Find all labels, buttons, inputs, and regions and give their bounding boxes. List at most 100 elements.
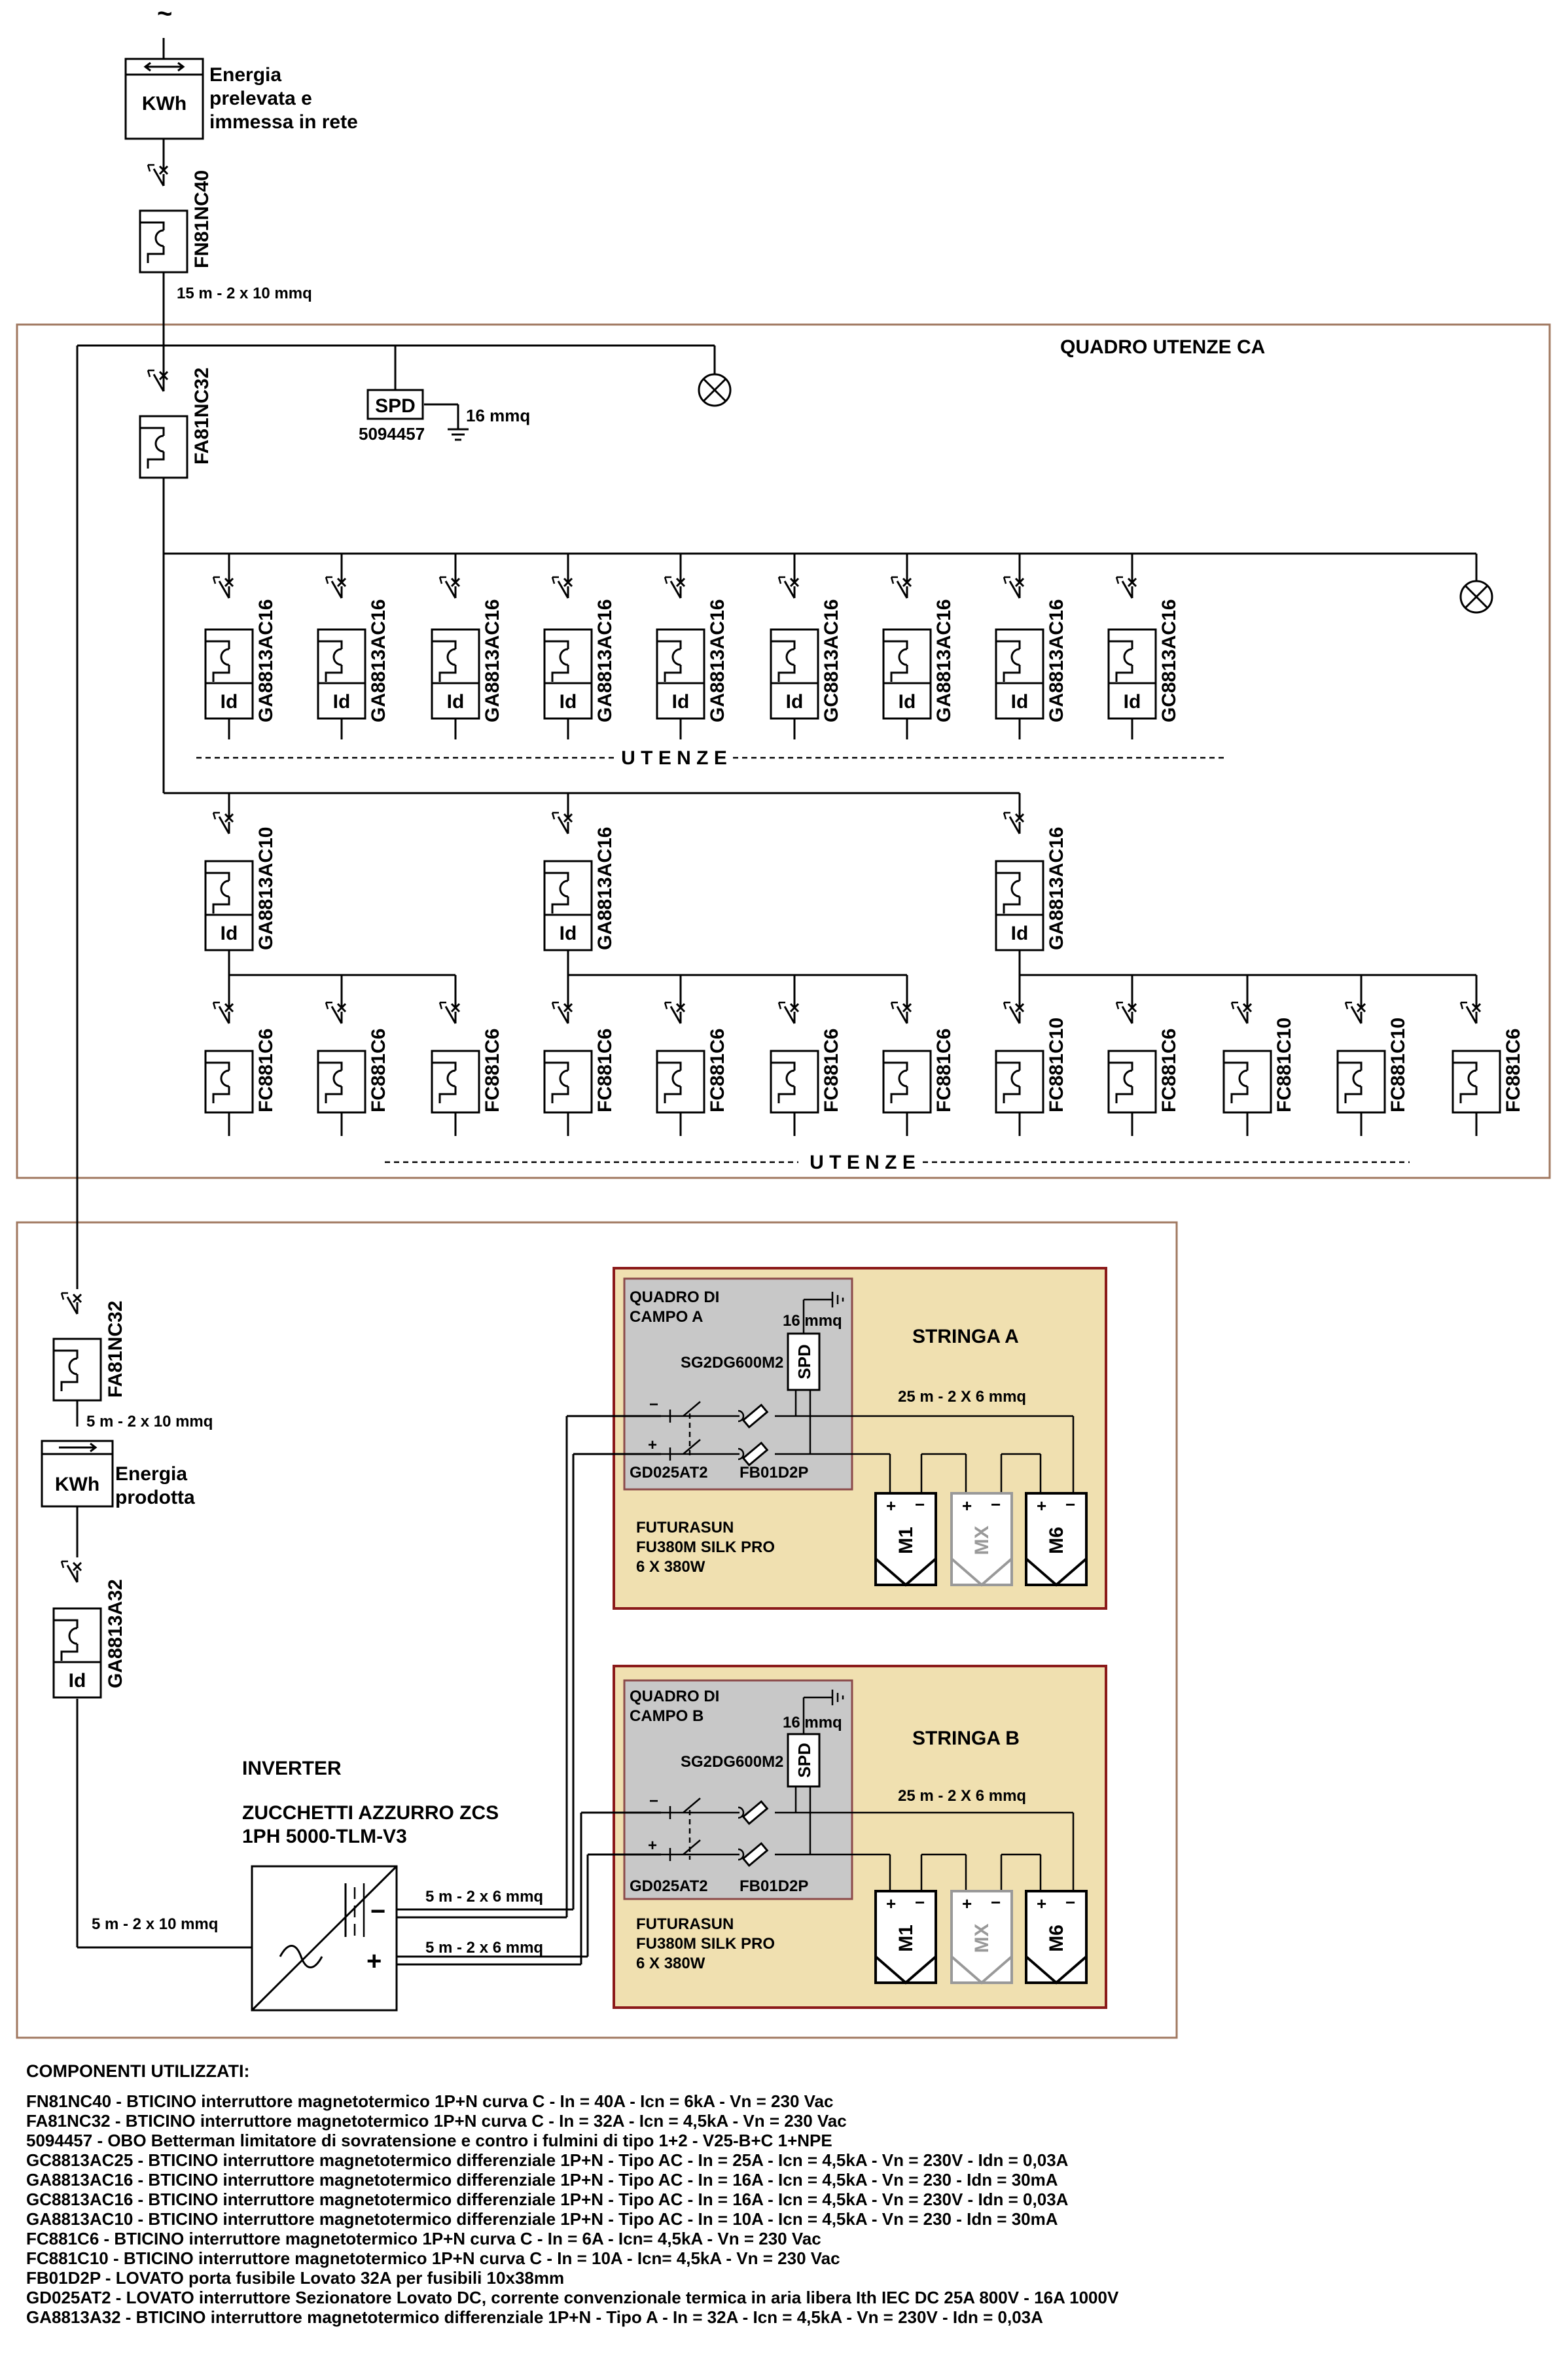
field-minus: − [649,1396,658,1413]
field-minus: − [649,1792,658,1810]
mcb-row3 [1222,1050,1272,1114]
module-plus: + [886,1894,896,1913]
mcb-row3-label: FC881C6 [368,1029,389,1112]
pv-rcbo: Id [52,1607,102,1699]
pv-meter-unit: KWh [55,1474,99,1495]
utenze-label: U T E N Z E [810,1152,916,1173]
rcbo-row2-label: GA8813AC10 [255,827,277,950]
pv-module-icon: +−M1 [874,1492,937,1587]
grid-meter-label: Energia prelevata e immessa in rete [209,64,358,133]
rcbo-row1-label: GC8813AC16 [821,599,842,722]
pv-breaker [52,1338,102,1402]
main-breaker [139,209,188,274]
cable-dc-b: 5 m - 2 x 6 mmq [425,1939,543,1957]
mcb-row3 [1452,1050,1501,1114]
switch-contact-icon [212,811,234,834]
ac-sine-icon [279,1945,323,1968]
field-a-string-cable: 25 m - 2 X 6 mmq [898,1388,1026,1406]
module-minus: − [991,1495,1001,1514]
cable-dc-a: 5 m - 2 x 6 mmq [425,1888,543,1906]
indicator-lamp-icon [698,373,732,407]
field-b-string-cable: 25 m - 2 X 6 mmq [898,1787,1026,1805]
rcbo-row1: Id [543,628,593,720]
rcbo-row1-label: GA8813AC16 [1046,599,1067,722]
inverter-model: ZUCCHETTI AZZURRO ZCS 1PH 5000-TLM-V3 [242,1802,505,1847]
field-b-modules-info: FUTURASUN FU380M SILK PRO 6 X 380W [636,1915,779,1972]
switch-contact-icon [890,1001,912,1024]
mcb-row3 [317,1050,366,1114]
rcbo-row2-label: GA8813AC16 [1046,827,1067,950]
pv-module-icon: +−M1 [874,1890,937,1985]
field-b-string-title: STRINGA B [912,1728,1020,1749]
mcb-row3 [431,1050,480,1114]
mcb-row3-label: FC881C6 [1158,1029,1180,1112]
component-item: GC8813AC16 - BTICINO interruttore magnet… [26,2190,1069,2209]
mcb-row3-label: FC881C6 [594,1029,616,1112]
switch-contact-icon [664,576,686,599]
pv-module-icon: +−M6 [1025,1492,1088,1587]
rcbo-row1-label: GC8813AC16 [1158,599,1180,722]
pv-module-label: MX [971,1526,993,1555]
field-b-spd-cable: 16 mmq [783,1714,842,1731]
spd-box [366,389,424,420]
component-item: FC881C6 - BTICINO interruttore magnetote… [26,2229,821,2248]
switch-contact-icon [664,1001,686,1024]
component-item: FN81NC40 - BTICINO interruttore magnetot… [26,2091,834,2111]
field-plus: + [648,1436,657,1454]
supply-tilde: ~ [157,0,172,28]
rcbo-row1: Id [656,628,705,720]
rcbo-row1: Id [882,628,932,720]
switch-contact-icon [325,576,347,599]
dc-disconnector-icon [669,1798,745,1861]
components-title: COMPONENTI UTILIZZATI: [26,2061,250,2081]
rcd-id-mark: Id [560,691,577,713]
rcd-id-mark: Id [786,691,804,713]
switch-contact-icon [438,576,461,599]
main-breaker-label: FN81NC40 [191,170,213,268]
indicator-lamp-icon [1459,580,1493,614]
pv-rcbo-label: GA8813A32 [105,1579,126,1688]
switch-contact-icon [60,1560,82,1583]
field-a-fuse-code: FB01D2P [739,1464,808,1482]
utenze-label: U T E N Z E [621,747,727,769]
rcd-id-mark: Id [333,691,351,713]
pv-module-label: M1 [895,1925,917,1952]
field-a-string-title: STRINGA A [912,1326,1019,1347]
pv-meter-label: Energia prodotta [115,1463,195,1508]
switch-contact-icon [60,1292,82,1315]
rcd-id-mark: Id [1124,691,1141,713]
field-a-title: QUADRO DI CAMPO A [630,1288,724,1326]
rcbo-row1-label: GA8813AC16 [594,599,616,722]
module-plus: + [1037,1496,1046,1516]
component-item: GA8813AC10 - BTICINO interruttore magnet… [26,2209,1058,2229]
fuse-holder-icon [741,1800,769,1868]
mcb-row3-label: FC881C6 [933,1029,955,1112]
rcd-id-mark: Id [1011,923,1029,944]
module-plus: + [886,1496,896,1516]
field-a-modules-info: FUTURASUN FU380M SILK PRO 6 X 380W [636,1519,779,1576]
switch-contact-icon [1115,1001,1137,1024]
mcb-row3-label: FC881C6 [707,1029,728,1112]
rcbo-row1: Id [204,628,254,720]
pv-breaker-label: FA81NC32 [105,1301,126,1398]
mcb-row3-label: FC881C10 [1274,1018,1295,1112]
component-item: 5094457 - OBO Betterman limitatore di so… [26,2131,832,2150]
component-item: FC881C10 - BTICINO interruttore magnetot… [26,2248,840,2268]
fuse-holder-icon [741,1403,769,1467]
components-items: FN81NC40 - BTICINO interruttore magnetot… [26,2091,1544,2327]
rcd-id-mark: Id [221,923,238,944]
panel-ca-frame [16,323,1551,1179]
pv-module-icon: +−MX [950,1492,1013,1587]
field-a-switch-code: GD025AT2 [630,1464,708,1482]
module-minus: − [1065,1892,1075,1912]
switch-contact-icon [1115,576,1137,599]
rcd-id-mark: Id [221,691,238,713]
pv-module-label: M1 [895,1527,917,1554]
component-item: GA8813A32 - BTICINO interruttore magneto… [26,2307,1043,2327]
switch-contact-icon [1003,576,1025,599]
field-b-switch-code: GD025AT2 [630,1877,708,1895]
rcbo-row2-label: GA8813AC16 [594,827,616,950]
mcb-row3 [1336,1050,1386,1114]
mcb-row3 [204,1050,254,1114]
cable-main-in: 15 m - 2 x 10 mmq [177,285,312,302]
